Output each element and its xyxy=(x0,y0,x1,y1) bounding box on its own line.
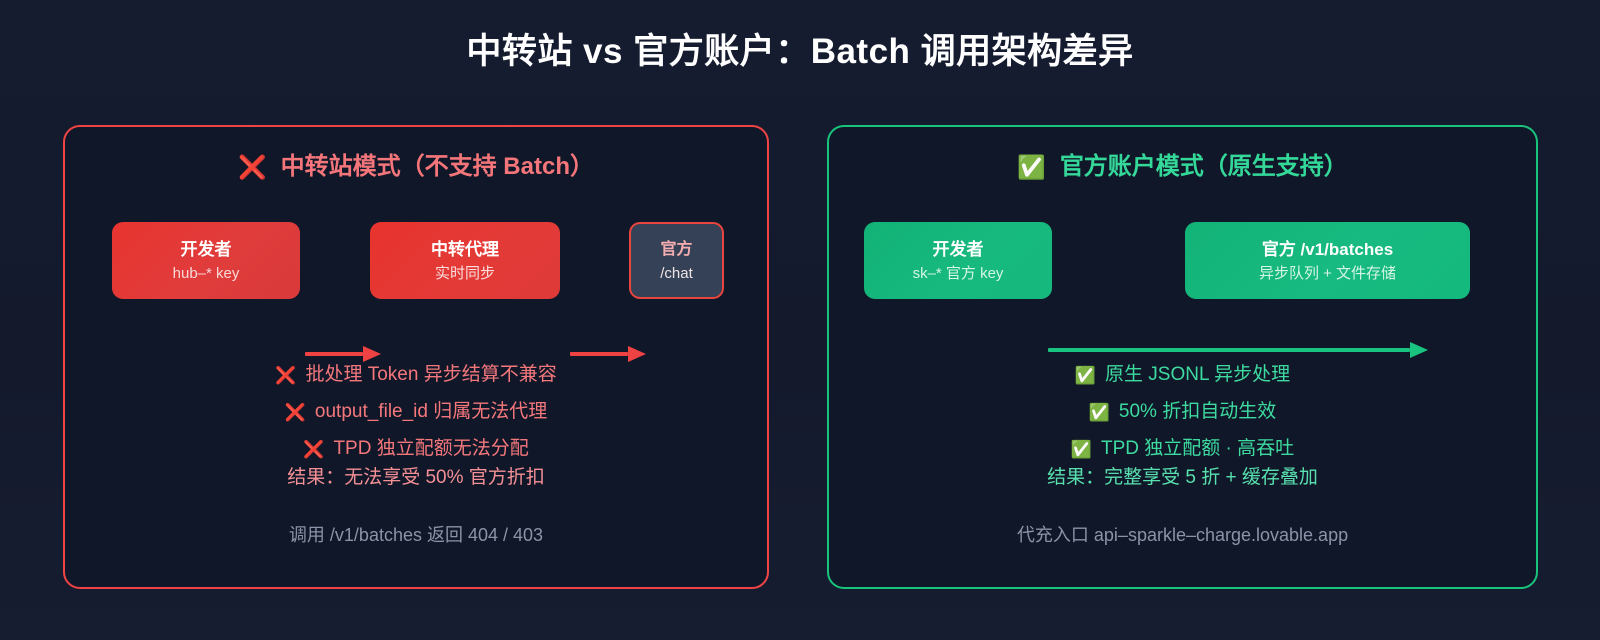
node-title: 开发者 xyxy=(932,239,984,259)
check-mark-icon: ✅ xyxy=(1070,440,1092,460)
node-title: 开发者 xyxy=(180,239,232,259)
list-item-label: 50% 折扣自动生效 xyxy=(1118,401,1277,422)
list-item: ❌ output_file_id 归属无法代理 xyxy=(65,394,767,431)
node-row-official: 开发者 sk–* 官方 key 官方 /v1/batches 异步队列 + 文件… xyxy=(829,222,1536,300)
node-row-relay: 开发者 hub–* key 中转代理 实时同步 官方 /chat xyxy=(65,222,767,300)
check-mark-icon: ✅ xyxy=(1074,366,1097,386)
footnote-relay: 调用 /v1/batches 返回 404 / 403 xyxy=(288,525,544,545)
list-item: ❌ 批处理 Token 异步结算不兼容 xyxy=(65,357,767,394)
node-subtitle: /chat xyxy=(660,264,693,282)
node-title: 中转代理 xyxy=(431,239,499,259)
node-subtitle: sk–* 官方 key xyxy=(912,264,1004,282)
panel-header-official: ✅ 官方账户模式（原生支持） xyxy=(829,150,1536,185)
bullet-list-relay: ❌ 批处理 Token 异步结算不兼容 ❌ output_file_id 归属无法代… xyxy=(65,357,767,468)
node-developer-official: 开发者 sk–* 官方 key xyxy=(864,222,1052,299)
node-official-batches: 官方 /v1/batches 异步队列 + 文件存储 xyxy=(1185,222,1470,299)
cross-mark-icon: ❌ xyxy=(284,403,306,423)
footnote-official: 代充入口 api–sparkle–charge.lovable.app xyxy=(1016,525,1349,545)
cross-mark-icon: ❌ xyxy=(238,155,267,181)
node-relay-proxy: 中转代理 实时同步 xyxy=(370,222,560,299)
list-item-label: output_file_id 归属无法代理 xyxy=(314,401,548,422)
list-item: ✅ 原生 JSONL 异步处理 xyxy=(829,357,1536,394)
result-text-official: 结果：完整享受 5 折 + 缓存叠加 xyxy=(1047,467,1318,488)
arrow-right-icon xyxy=(1048,342,1428,358)
panel-relay-mode: ❌ 中转站模式（不支持 Batch） 开发者 hub–* key 中转代理 实时同… xyxy=(63,125,769,589)
panel-header-relay: ❌ 中转站模式（不支持 Batch） xyxy=(65,150,767,185)
bullet-list-official: ✅ 原生 JSONL 异步处理 ✅ 50% 折扣自动生效 ✅ TPD 独立配额 · 高… xyxy=(829,357,1536,468)
panel-header-label: 官方账户模式（原生支持） xyxy=(1059,153,1348,180)
cross-mark-icon: ❌ xyxy=(275,366,297,386)
node-title: 官方 xyxy=(660,240,693,258)
list-item-label: TPD 独立配额无法分配 xyxy=(333,438,529,459)
cross-mark-icon: ❌ xyxy=(303,440,325,460)
list-item: ✅ 50% 折扣自动生效 xyxy=(829,394,1536,431)
node-developer-relay: 开发者 hub–* key xyxy=(112,222,300,299)
node-subtitle: 实时同步 xyxy=(434,264,495,282)
check-mark-icon: ✅ xyxy=(1088,403,1110,423)
list-item: ✅ TPD 独立配额 · 高吞吐 xyxy=(829,431,1536,468)
panel-header-label: 中转站模式（不支持 Batch） xyxy=(280,153,594,180)
node-title: 官方 /v1/batches xyxy=(1261,239,1394,259)
list-item-label: TPD 独立配额 · 高吞吐 xyxy=(1101,438,1295,459)
panel-official-mode: ✅ 官方账户模式（原生支持） 开发者 sk–* 官方 key 官方 /v1/bat… xyxy=(827,125,1538,589)
node-official-chat: 官方 /chat xyxy=(629,222,724,299)
arrow-right-icon xyxy=(305,346,381,362)
list-item-label: 原生 JSONL 异步处理 xyxy=(1105,364,1291,385)
result-text-relay: 结果：无法享受 50% 官方折扣 xyxy=(287,467,545,488)
node-subtitle: hub–* key xyxy=(172,264,240,282)
check-mark-icon: ✅ xyxy=(1017,155,1046,181)
list-item: ❌ TPD 独立配额无法分配 xyxy=(65,431,767,468)
list-item-label: 批处理 Token 异步结算不兼容 xyxy=(305,364,557,385)
page-title: 中转站 vs 官方账户：Batch 调用架构差异 xyxy=(466,32,1134,71)
node-subtitle: 异步队列 + 文件存储 xyxy=(1258,264,1397,282)
arrow-right-icon xyxy=(570,346,646,362)
